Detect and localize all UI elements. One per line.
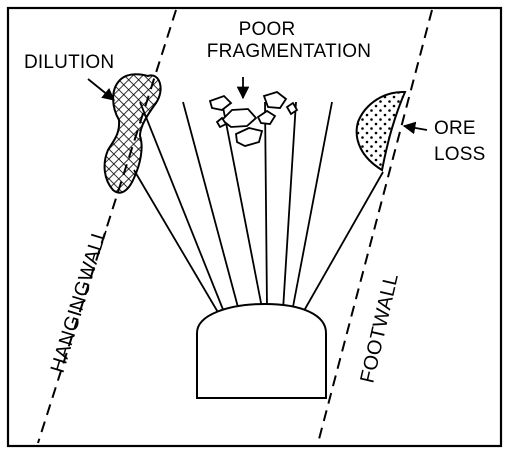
blast-hole-8 <box>300 171 384 317</box>
boulder <box>235 127 264 147</box>
blast-hole-1 <box>133 169 220 315</box>
dilution-arrow <box>87 78 115 101</box>
drift-tunnel <box>196 302 327 399</box>
boulder <box>220 108 258 128</box>
poor-label: POOR <box>239 19 296 40</box>
blast-hole-5 <box>264 101 268 309</box>
boulder <box>208 94 233 111</box>
blast-hole-7 <box>291 101 333 313</box>
footwall-contact-line <box>317 9 433 444</box>
blast-hole-3 <box>182 101 240 312</box>
boulder <box>215 116 228 129</box>
boulder <box>262 91 288 109</box>
boulder-cluster <box>208 91 299 147</box>
blast-hole-2 <box>139 101 225 313</box>
blast-hole-4 <box>221 101 263 309</box>
ore-loss-arrow <box>402 121 428 135</box>
boulder <box>256 109 277 125</box>
fragmentation-label: FRAGMENTATION <box>207 41 371 62</box>
ore-loss-zone <box>355 90 407 172</box>
blast-hole-fan <box>133 101 384 317</box>
loss-label: LOSS <box>434 144 486 165</box>
ore-label: ORE <box>434 118 476 139</box>
dilution-label: DILUTION <box>24 52 114 73</box>
blast-hole-6 <box>282 101 297 311</box>
boulder <box>285 101 299 116</box>
